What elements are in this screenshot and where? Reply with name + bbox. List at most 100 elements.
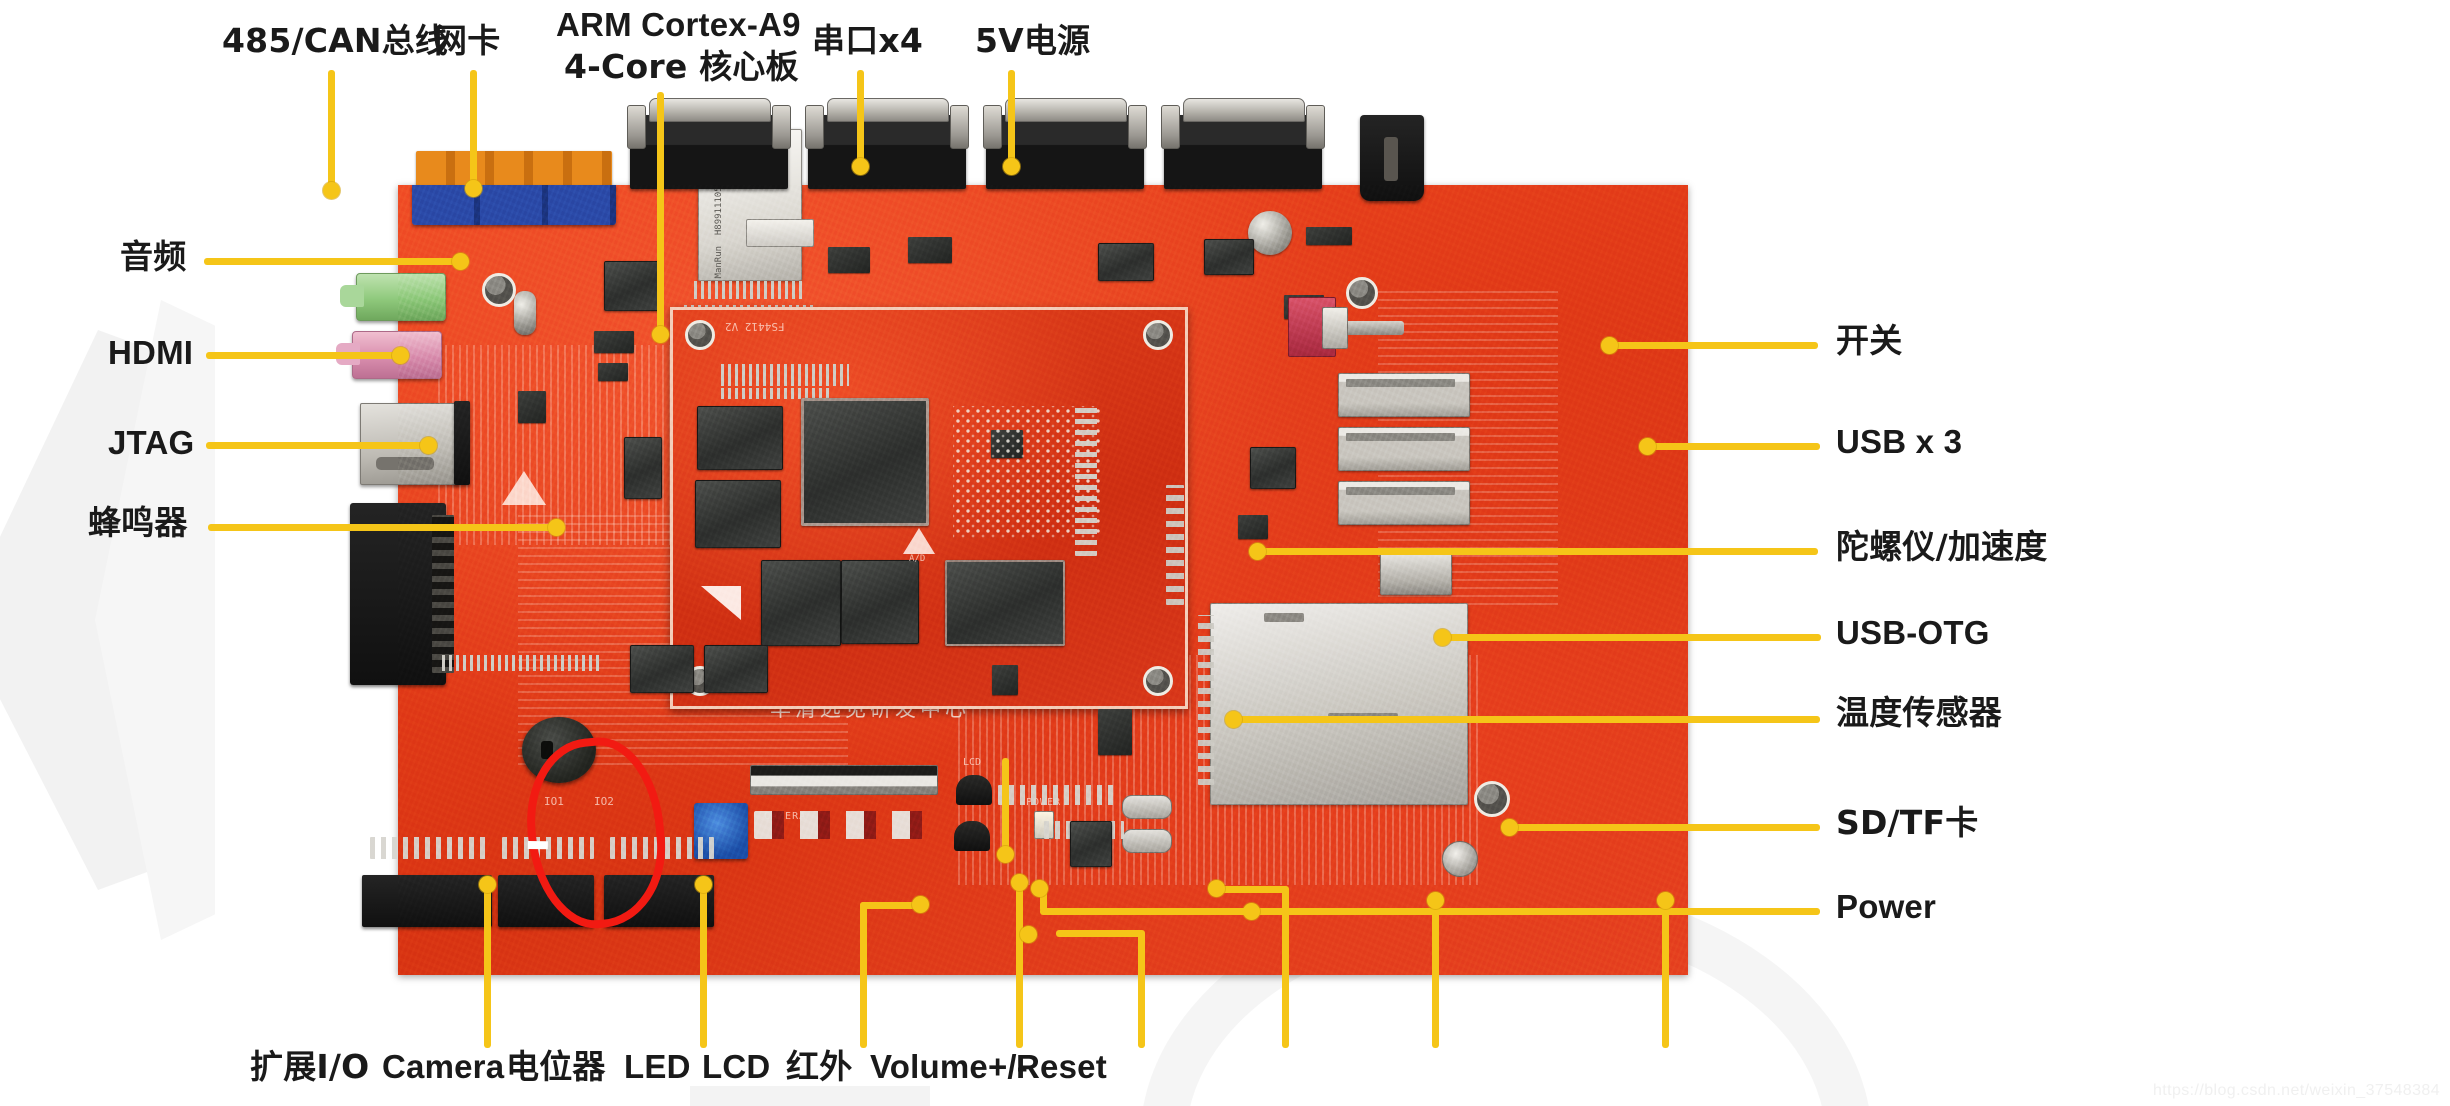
dc-jack-pin bbox=[1384, 137, 1398, 181]
dot-hdmi bbox=[392, 347, 409, 364]
leader-led bbox=[1016, 880, 1023, 1048]
leader-audio bbox=[204, 258, 462, 265]
label-reset: Reset bbox=[1016, 1048, 1107, 1085]
dot-sd-tf bbox=[1501, 819, 1518, 836]
leader-hdmi bbox=[206, 352, 402, 359]
lcd-fpc-connector bbox=[750, 765, 938, 795]
leader-serial-ports bbox=[857, 70, 864, 168]
dot-reset bbox=[1657, 892, 1674, 909]
dram-chip-2 bbox=[695, 480, 781, 548]
led-row bbox=[754, 811, 930, 839]
label-jtag: JTAG bbox=[108, 424, 195, 461]
leader-lcd bbox=[1138, 930, 1145, 1048]
core-module-som: FS4412 V2 A/D bbox=[670, 307, 1188, 709]
leader-usb-x3 bbox=[1648, 443, 1820, 450]
can-bus-terminal-block bbox=[416, 151, 612, 185]
leader-gyro bbox=[1258, 548, 1818, 555]
label-infrared: 红外 bbox=[786, 1047, 853, 1086]
dot-switch bbox=[1601, 337, 1618, 354]
dot-gyro bbox=[1249, 543, 1266, 560]
label-usb-otg: USB-OTG bbox=[1836, 614, 1990, 651]
dot-usb-x3 bbox=[1639, 438, 1656, 455]
temperature-sensor bbox=[1238, 515, 1268, 539]
dot-led bbox=[1011, 874, 1028, 891]
label-volume: Volume+/- bbox=[870, 1048, 1028, 1085]
dot-volume bbox=[1427, 892, 1444, 909]
label-expansion-io: 扩展I/O bbox=[250, 1047, 370, 1086]
switch-knob bbox=[1322, 307, 1348, 349]
label-power-led: Power bbox=[1836, 888, 1937, 925]
label-serial-ports: 串口x4 bbox=[812, 21, 924, 60]
db9-1 bbox=[627, 98, 791, 189]
leader-buzzer bbox=[208, 524, 560, 531]
exynos-soc bbox=[801, 398, 929, 526]
label-switch: 开关 bbox=[1836, 321, 1903, 360]
leader-switch bbox=[1610, 342, 1818, 349]
dram-chip-1 bbox=[697, 406, 783, 470]
leader-power-5v bbox=[1008, 70, 1015, 168]
dot-temperature bbox=[1225, 711, 1242, 728]
usb-otg-micro-connector bbox=[1380, 553, 1452, 595]
label-gyro: 陀螺仪/加速度 bbox=[1836, 527, 2048, 566]
leader-potentiometer-h bbox=[860, 902, 922, 909]
gyro-accelerometer-chip bbox=[1250, 447, 1296, 489]
leader-volume bbox=[1432, 898, 1439, 1048]
label-potentiometer: 电位器 bbox=[506, 1047, 606, 1086]
label-ethernet: 网卡 bbox=[434, 21, 501, 60]
dot-buzzer bbox=[548, 519, 565, 536]
label-core-som-line2: 4-Core 核心板 bbox=[564, 47, 799, 86]
audio-jack-line-out bbox=[356, 273, 446, 321]
dot-expansion-io bbox=[479, 876, 496, 893]
dot-power-elbow bbox=[1031, 880, 1048, 897]
emmc-chip bbox=[841, 560, 919, 644]
leader-infrared-upper-v bbox=[1002, 758, 1009, 854]
sd-tf-card-slot bbox=[1210, 603, 1468, 805]
dot-jtag bbox=[420, 437, 437, 454]
jtag-header bbox=[350, 503, 446, 685]
label-hdmi: HDMI bbox=[108, 334, 194, 371]
usb-port-1 bbox=[1338, 373, 1470, 417]
db9-4 bbox=[1161, 98, 1325, 189]
leader-power-led bbox=[1252, 908, 1820, 915]
leader-infrared-v bbox=[1282, 886, 1289, 1048]
som-orientation-triangle bbox=[701, 586, 741, 620]
leader-expansion-io bbox=[484, 882, 491, 1048]
leader-reset bbox=[1662, 898, 1669, 1048]
usb-port-3 bbox=[1338, 481, 1470, 525]
dot-can-bus bbox=[323, 182, 340, 199]
infrared-receiver-2 bbox=[954, 821, 990, 851]
leader-potentiometer-v bbox=[860, 902, 867, 1048]
dot-infrared-upper bbox=[997, 846, 1014, 863]
dram-chip-3 bbox=[761, 560, 841, 646]
label-temperature: 温度传感器 bbox=[1836, 693, 2002, 732]
decorative-swoosh-left-2 bbox=[95, 300, 215, 940]
audio-jack-green-barrel bbox=[340, 285, 364, 307]
dot-potentiometer bbox=[912, 896, 929, 913]
lcd-silk: LCD bbox=[963, 757, 982, 768]
dot-ethernet bbox=[465, 180, 482, 197]
label-led: LED bbox=[624, 1048, 691, 1085]
dot-usb-otg bbox=[1434, 629, 1451, 646]
label-audio: 音频 bbox=[120, 237, 187, 276]
db9-3 bbox=[983, 98, 1147, 189]
som-triangle-2 bbox=[903, 528, 935, 554]
dot-audio bbox=[452, 253, 469, 270]
reset-button bbox=[1442, 841, 1478, 877]
sd-cage-notch bbox=[1264, 613, 1304, 622]
esd-triangle-mark bbox=[502, 471, 546, 505]
switch-lever bbox=[1332, 321, 1404, 335]
volume-up-button bbox=[1122, 795, 1172, 819]
label-core-som-line1: ARM Cortex-A9 bbox=[556, 6, 801, 43]
decorative-bar bbox=[690, 1086, 930, 1106]
leader-ethernet bbox=[470, 70, 477, 190]
leader-power-elbow-v bbox=[1040, 888, 1047, 912]
leader-sd-tf bbox=[1510, 824, 1820, 831]
expansion-io-header-1 bbox=[362, 875, 492, 927]
usb-port-2 bbox=[1338, 427, 1470, 471]
decorative-swoosh-left bbox=[0, 330, 190, 890]
leader-infrared-h bbox=[1216, 886, 1288, 893]
db9-2 bbox=[805, 98, 969, 189]
dot-serial-ports bbox=[852, 158, 869, 175]
dot-power-5v bbox=[1003, 158, 1020, 175]
